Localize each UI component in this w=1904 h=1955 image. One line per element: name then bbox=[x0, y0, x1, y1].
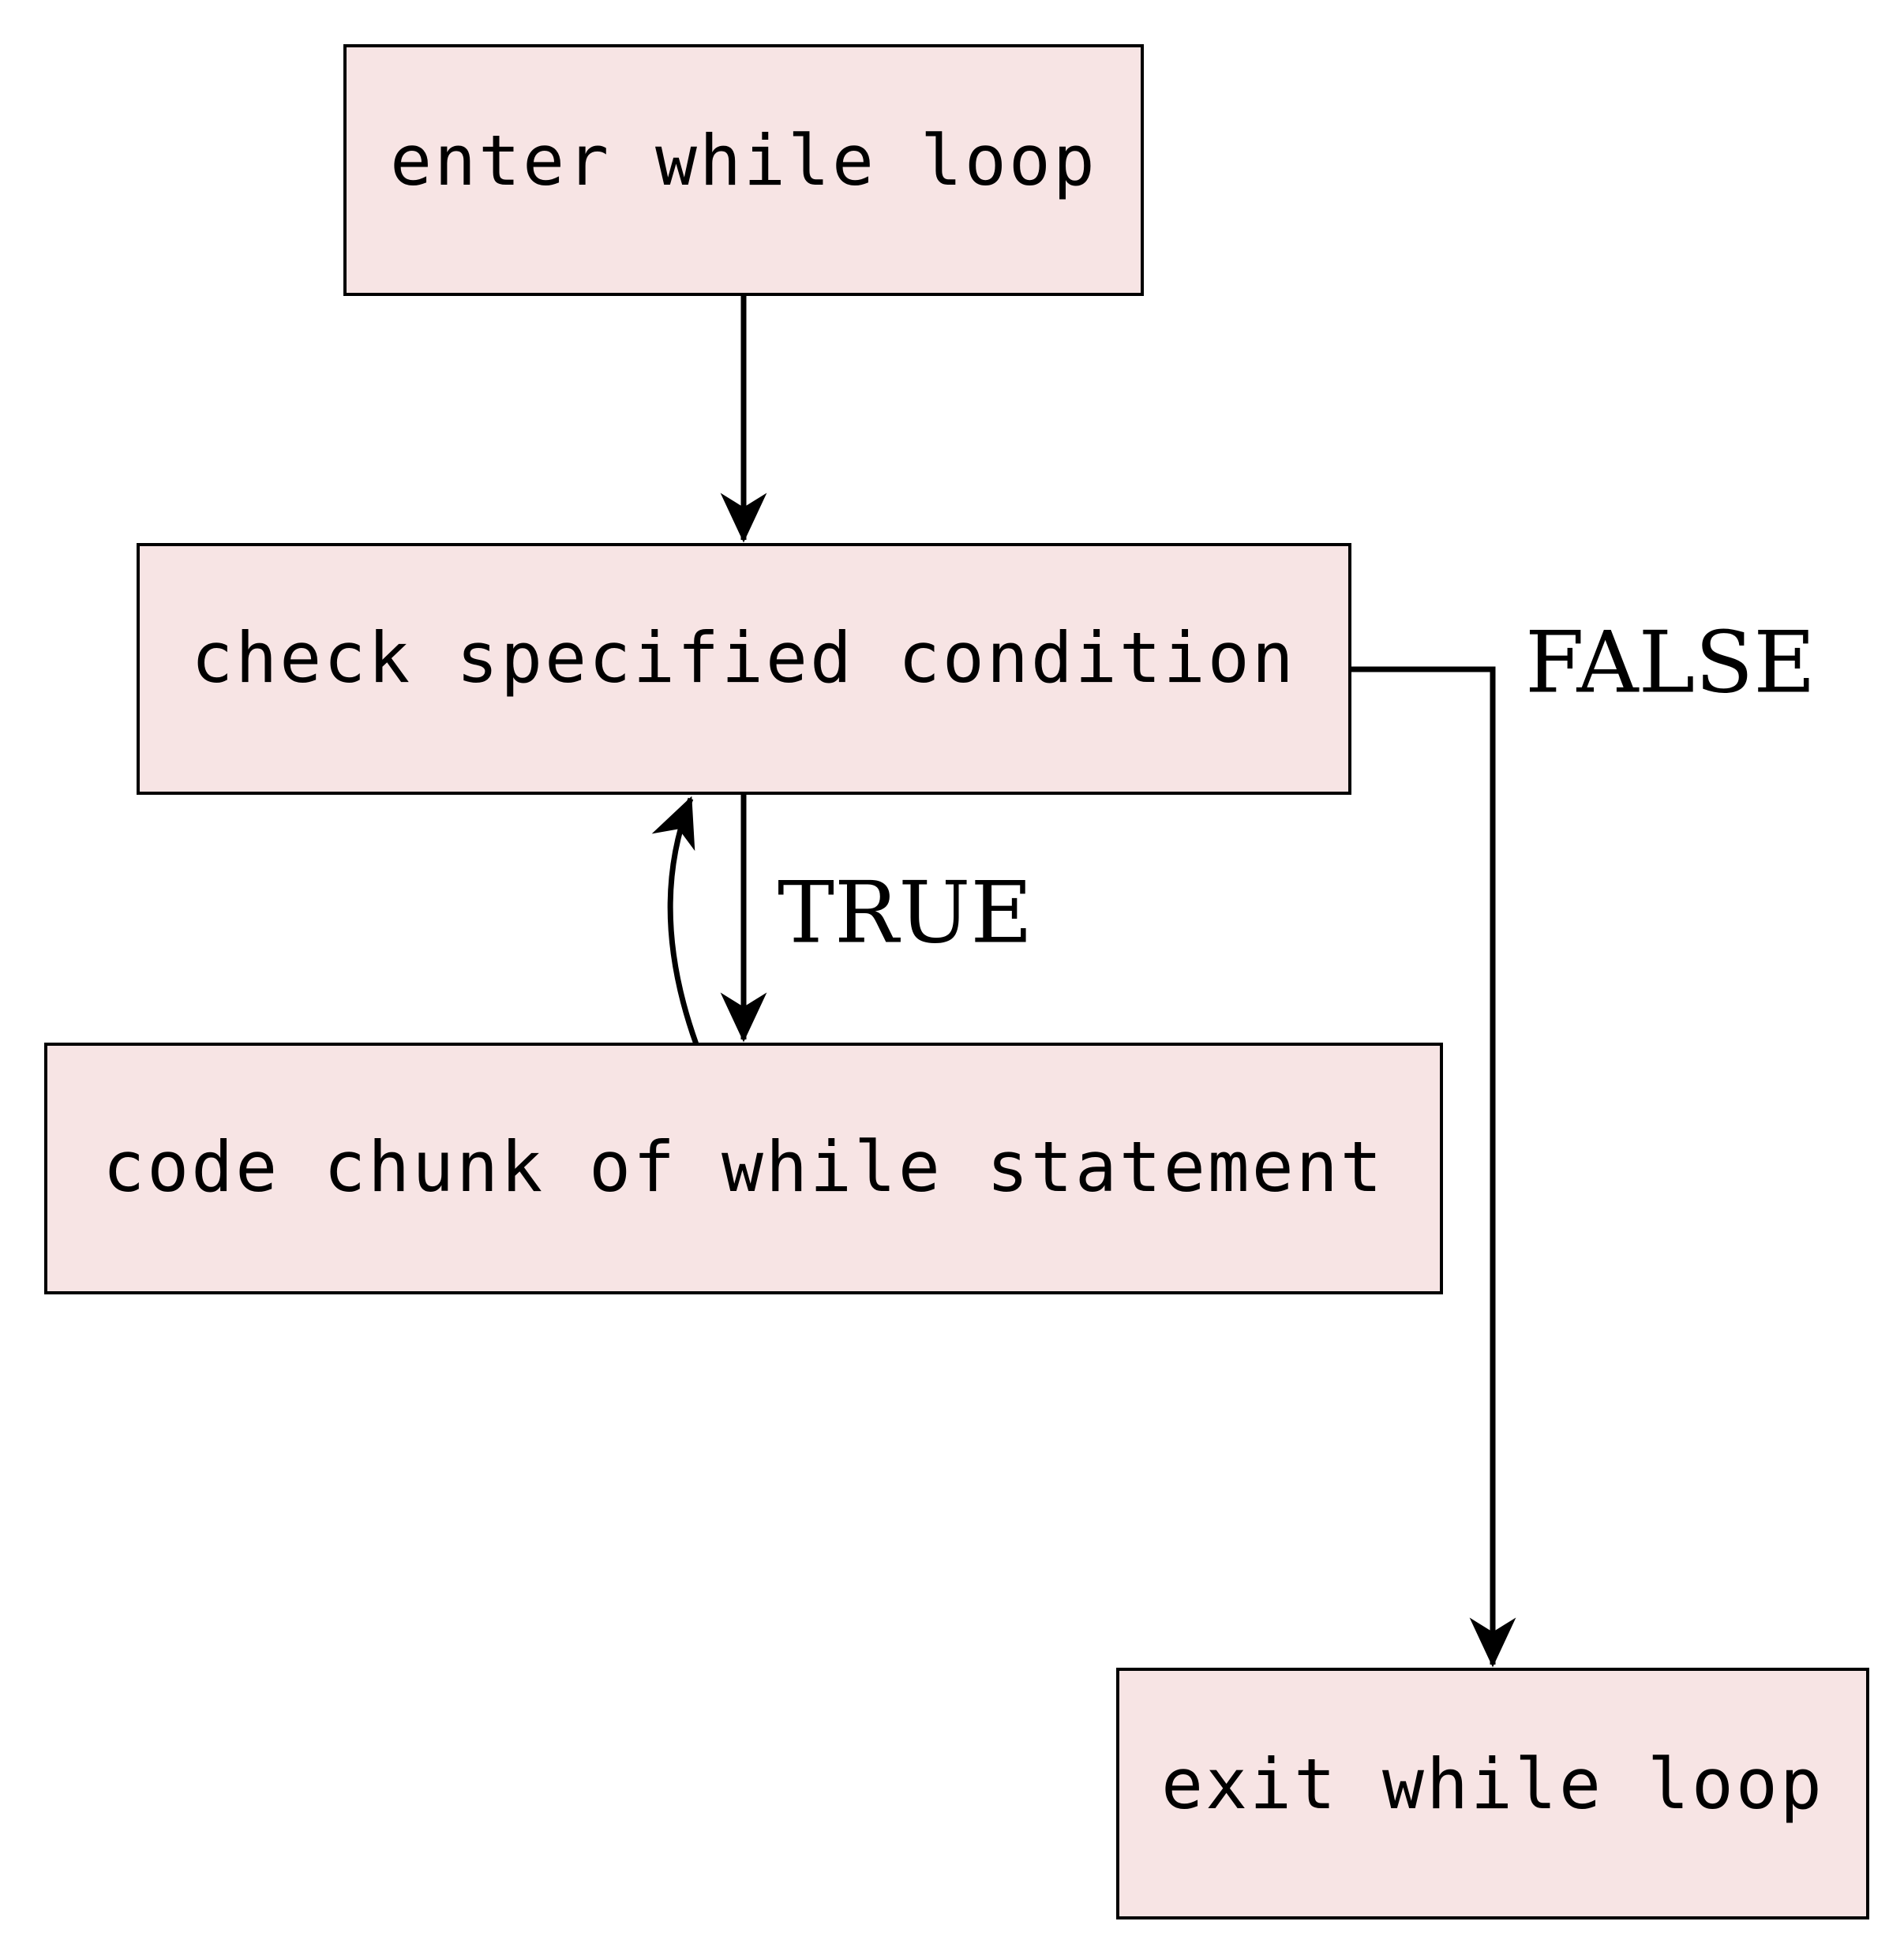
node-check-label: check specified condition bbox=[191, 617, 1296, 698]
edge-label-false: FALSE bbox=[1525, 613, 1816, 712]
edge-label-true: TRUE bbox=[778, 863, 1033, 962]
node-code-chunk: code chunk of while statement bbox=[44, 1043, 1443, 1294]
node-check-condition: check specified condition bbox=[137, 543, 1351, 795]
node-check-box bbox=[137, 543, 1351, 795]
edge-code-to-check-loop bbox=[651, 796, 699, 1046]
edge-check-to-exit-false bbox=[1350, 666, 1516, 1668]
node-enter-label: enter while loop bbox=[390, 120, 1097, 201]
node-exit-box bbox=[1116, 1668, 1869, 1919]
node-code-label: code chunk of while statement bbox=[103, 1126, 1384, 1208]
node-code-box bbox=[44, 1043, 1443, 1294]
node-enter-while-loop: enter while loop bbox=[343, 44, 1144, 296]
node-enter-box bbox=[343, 44, 1144, 296]
node-exit-label: exit while loop bbox=[1161, 1743, 1824, 1825]
node-exit-while-loop: exit while loop bbox=[1116, 1668, 1869, 1919]
